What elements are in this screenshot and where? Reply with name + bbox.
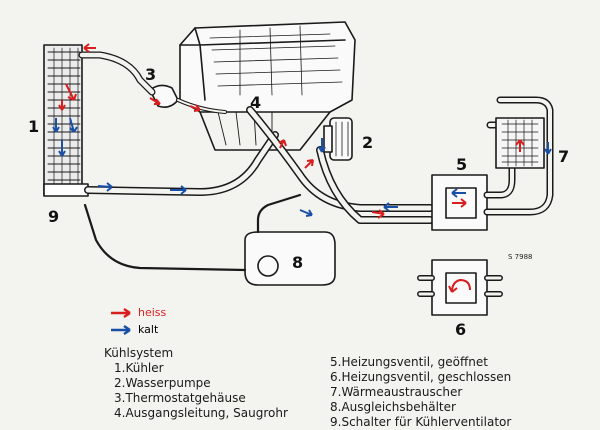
radiator [43,44,89,197]
caption-item: 2.Wasserpumpe [114,376,211,390]
caption-right: 5.Heizungsventil, geöffnet 6.Heizungsven… [330,355,511,430]
hot-arrow-icon [111,307,131,318]
legend-cold: kalt [110,321,166,338]
caption-title: Kühlsystem [104,346,174,360]
caption-item: 4.Ausgangsleitung, Saugrohr [114,406,288,420]
caption-item: 9.Schalter für Kühlerventilator [330,415,512,429]
legend-hot-label: heiss [138,306,167,319]
tank-return-line [83,203,247,272]
callout-8: 8 [292,253,303,272]
closed-valve-arrow [448,278,471,293]
cold-arrow-icon [111,324,131,335]
callout-3: 3 [145,65,156,84]
caption-item: 1.Kühler [114,361,164,375]
caption-item: 7.Wärmeaustrauscher [330,385,463,399]
water-pump [323,117,353,161]
caption-item: 8.Ausgleichsbehälter [330,400,456,414]
caption-item: 3.Thermostatgehäuse [114,391,246,405]
caption-item: 5.Heizungsventil, geöffnet [330,355,488,369]
tank-vent-line [256,193,302,234]
cold-flow-arrows [52,117,552,217]
legend-hot: heiss [110,304,166,321]
engine-block [179,21,356,151]
legend-cold-label: kalt [138,323,159,336]
callout-9: 9 [48,207,59,226]
callout-1: 1 [28,117,39,136]
legend: heiss kalt [110,304,166,338]
expansion-tank [244,231,336,286]
caption-left: Kühlsystem 1.Kühler 2.Wasserpumpe 3.Ther… [104,346,288,421]
callout-4: 4 [250,93,261,112]
hot-flow-arrows [58,43,525,219]
drawing-code: S 7988 [508,253,533,261]
lower-hose [84,131,279,196]
callout-5: 5 [456,155,467,174]
callout-7: 7 [558,147,569,166]
caption-item: 6.Heizungsventil, geschlossen [330,370,512,384]
callout-6: 6 [455,320,466,339]
heater-valve-closed [417,259,503,316]
callout-2: 2 [362,133,373,152]
